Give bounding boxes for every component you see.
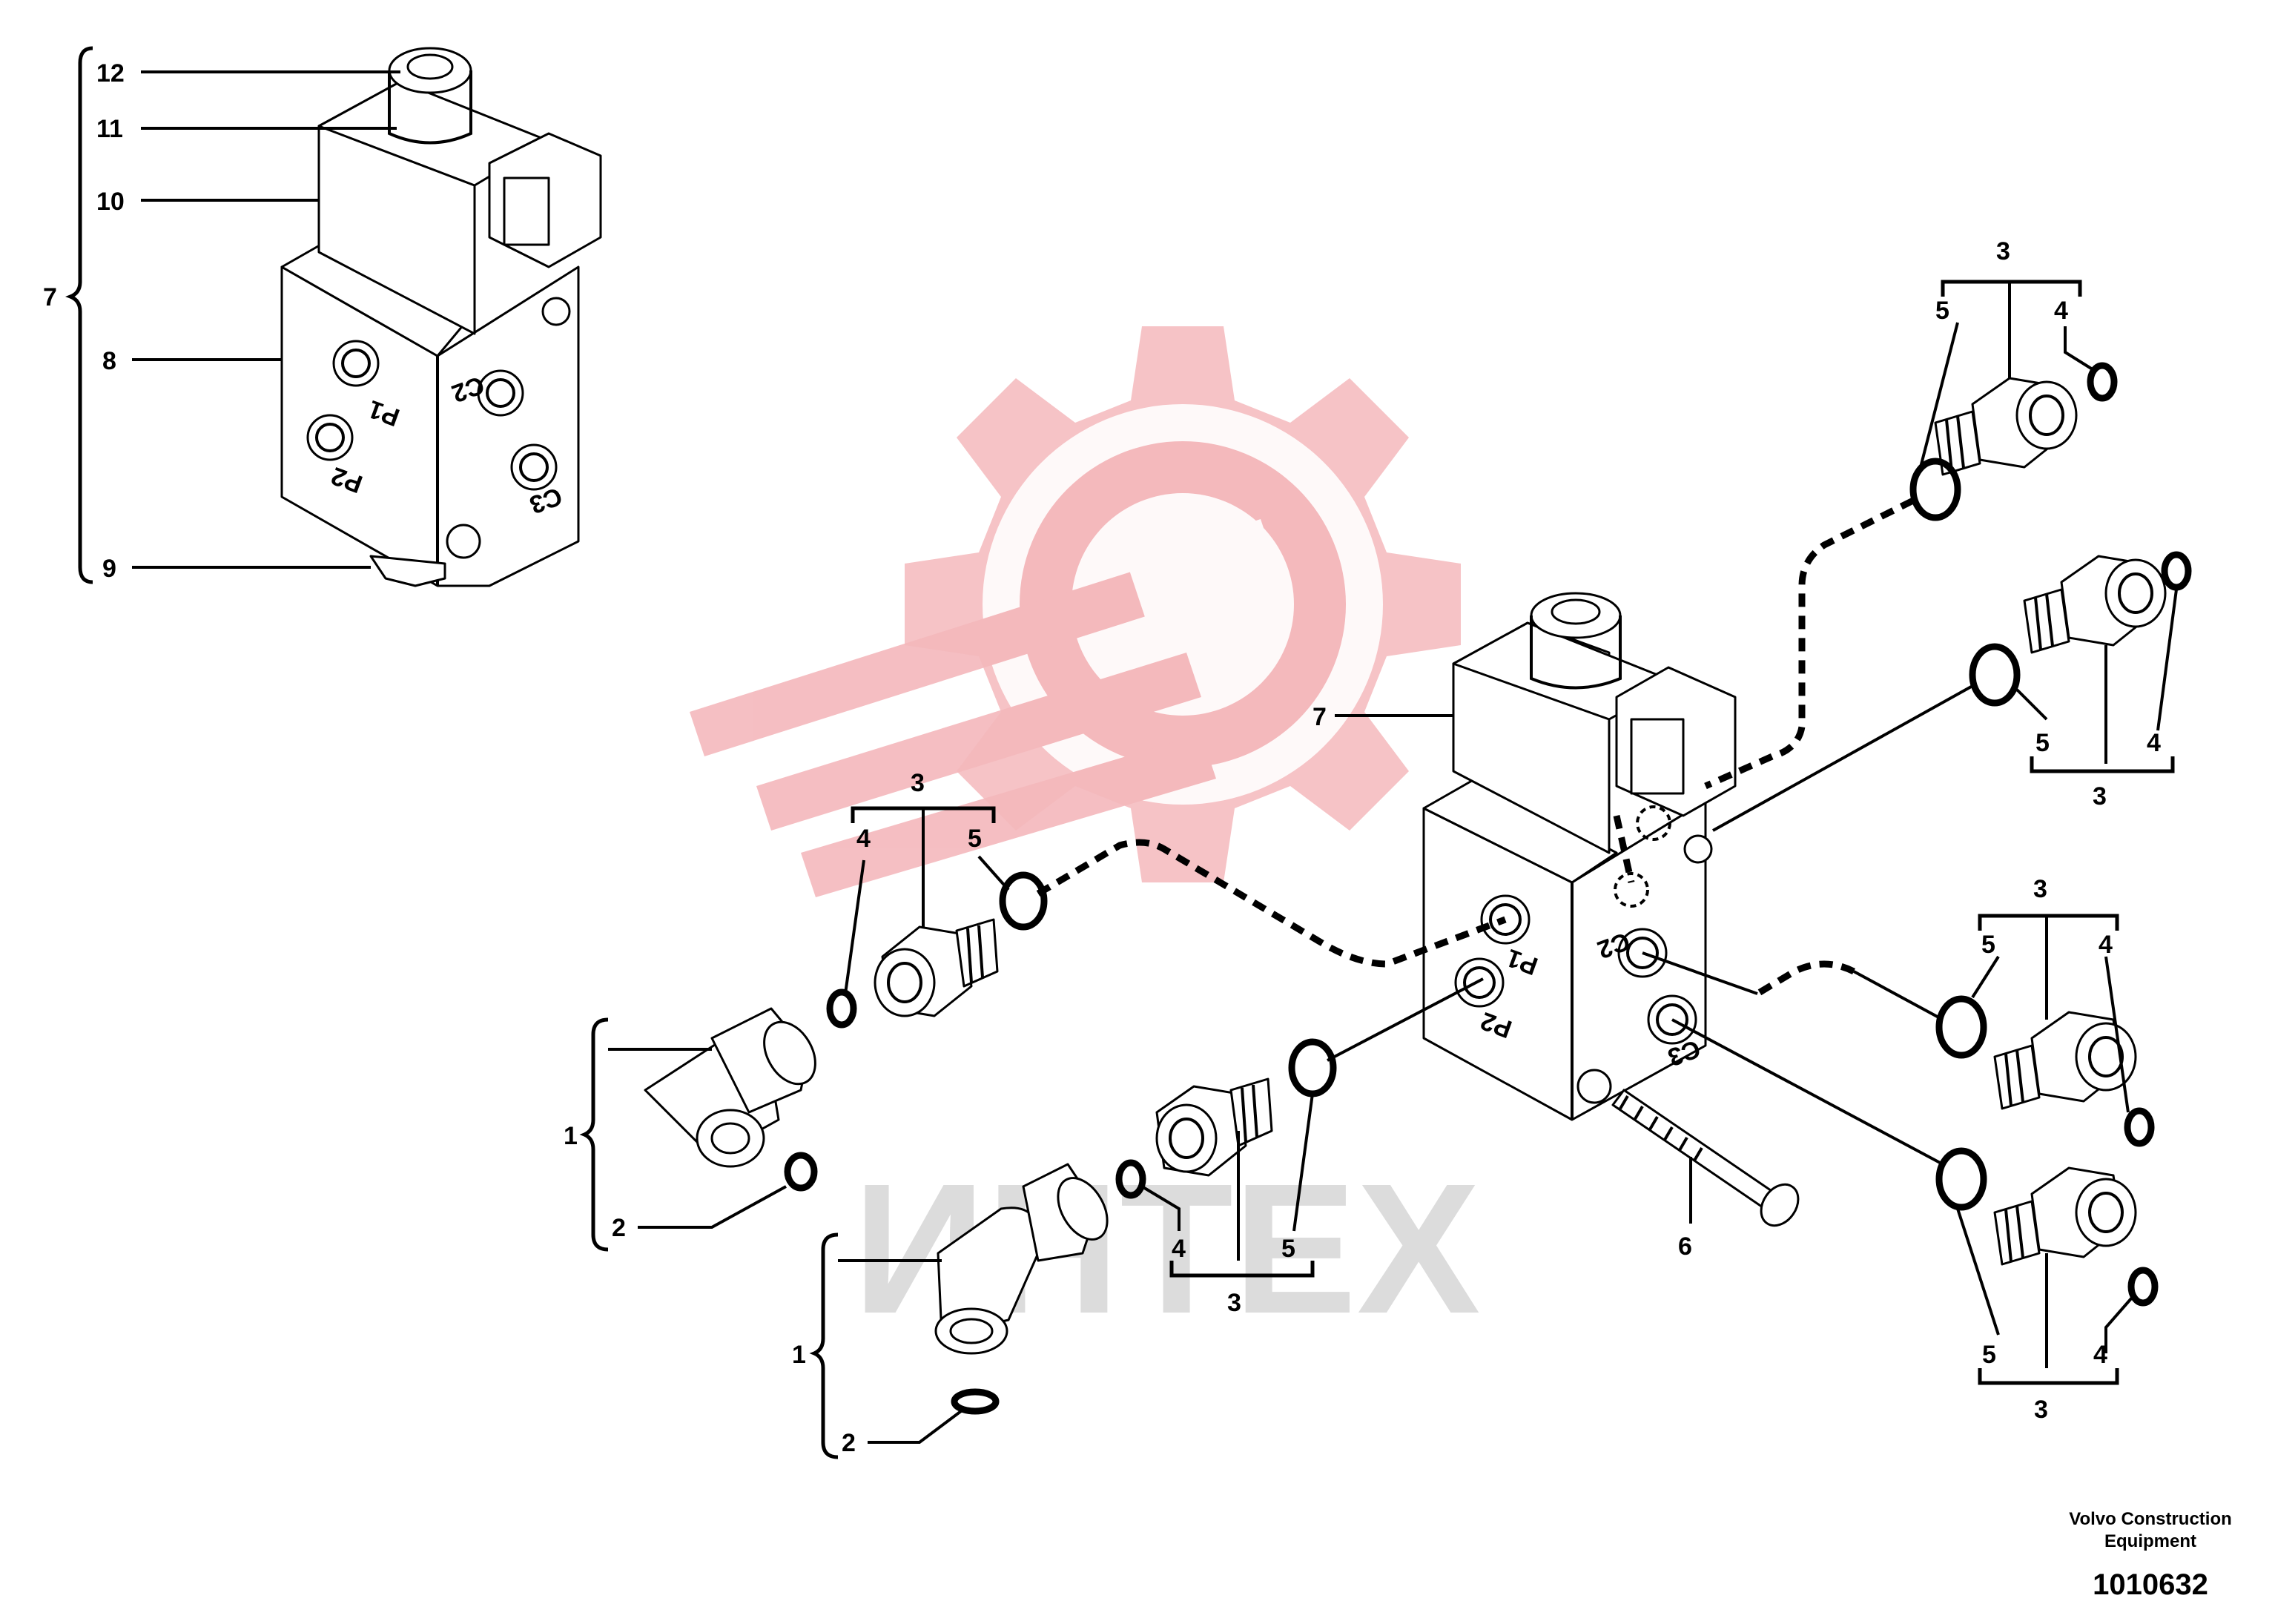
o-ring-5-r4	[1935, 1147, 1987, 1211]
footer-drawing-number: 1010632	[2093, 1568, 2208, 1601]
label-item-5-bottom: 5	[1281, 1235, 1295, 1263]
o-ring-4-r4	[2127, 1267, 2159, 1307]
label-item-2-lower: 2	[842, 1429, 856, 1457]
label-item-4-bottom: 4	[1172, 1235, 1186, 1263]
adapter-right-2	[2023, 555, 2167, 654]
label-item-4-r1: 4	[2054, 297, 2068, 325]
label-item-3-r2: 3	[2093, 782, 2107, 811]
label-item-7-main: 7	[1312, 703, 1327, 731]
label-item-3-r1: 3	[1996, 237, 2010, 265]
label-item-5-r3: 5	[1981, 931, 1995, 959]
o-ring-5-r3	[1935, 995, 1987, 1059]
label-item-1-lower: 1	[792, 1341, 806, 1369]
watermark-wrench-stripes	[690, 404, 1383, 897]
inset-solenoid-valve: P1 P2 C2 C3	[280, 47, 602, 587]
o-ring-4-left-top	[826, 988, 857, 1029]
label-item-3-r4: 3	[2034, 1396, 2048, 1424]
label-item-10: 10	[96, 188, 125, 216]
label-item-5-left-top: 5	[968, 825, 982, 853]
o-ring-4-r3	[2124, 1107, 2155, 1147]
adapter-right-1	[1934, 377, 2078, 476]
label-item-8: 8	[102, 347, 116, 375]
adapter-right-3	[1993, 1011, 2137, 1110]
label-item-1-upper: 1	[564, 1122, 578, 1150]
label-item-12: 12	[96, 59, 125, 88]
bolt	[1611, 1089, 1800, 1227]
label-item-4-r3: 4	[2099, 931, 2113, 959]
label-item-2-upper: 2	[612, 1214, 626, 1242]
label-item-5-r2: 5	[2035, 729, 2050, 757]
o-ring-4-r1	[2087, 362, 2118, 402]
o-ring-4-bottom	[1115, 1159, 1146, 1199]
o-ring-5-r2	[1969, 643, 2021, 707]
o-ring-2-upper	[784, 1152, 818, 1192]
elbow-fitting-lower	[934, 1163, 1109, 1355]
label-item-9: 9	[102, 555, 116, 583]
adapter-bottom	[1155, 1077, 1273, 1177]
label-item-4-r4: 4	[2093, 1341, 2107, 1369]
o-ring-4-r2	[2161, 551, 2192, 591]
adapter-left-top	[874, 918, 999, 1017]
footer-company-line1: Volvo Construction	[2069, 1509, 2232, 1529]
inset-leaders	[65, 46, 400, 584]
label-item-6: 6	[1678, 1232, 1692, 1261]
label-item-7-inset: 7	[43, 283, 57, 311]
footer-company-line2: Equipment	[2104, 1531, 2196, 1551]
label-item-3-left-top: 3	[911, 769, 925, 797]
o-ring-5-bottom	[1288, 1038, 1337, 1097]
o-ring-2-lower	[951, 1388, 1000, 1415]
elbow-fitting-upper	[644, 1007, 816, 1168]
main-solenoid-valve: P1 P2 C2 C3	[1422, 592, 1737, 1121]
label-item-4-left-top: 4	[856, 825, 871, 853]
adapter-right-4	[1993, 1166, 2137, 1266]
label-item-4-r2: 4	[2147, 729, 2161, 757]
label-item-3-r3: 3	[2033, 875, 2047, 903]
o-ring-5-r1	[1909, 458, 1961, 521]
label-item-3-bottom: 3	[1227, 1289, 1241, 1317]
label-item-11: 11	[96, 115, 123, 143]
o-ring-5-left-top	[999, 871, 1048, 931]
label-item-5-r4: 5	[1982, 1341, 1996, 1369]
label-item-5-r1: 5	[1935, 297, 1949, 325]
